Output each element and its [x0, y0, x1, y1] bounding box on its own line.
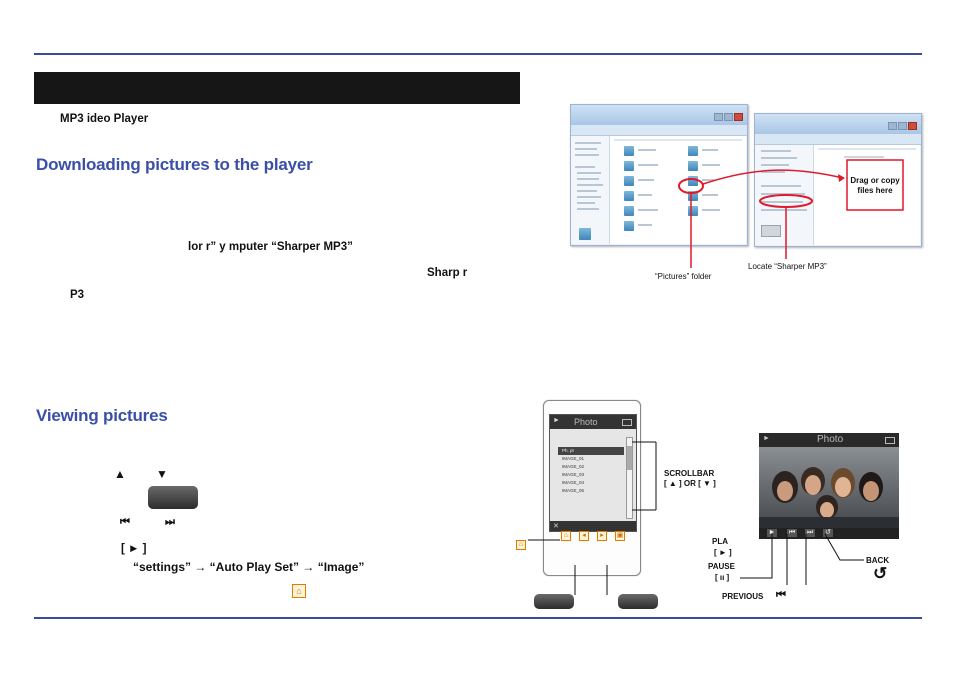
volume-down-icon[interactable]: ◂: [579, 531, 589, 541]
list-selection: [558, 447, 624, 455]
prev-track-icon: ⏮: [120, 516, 130, 528]
up-arrow-icon: ▲: [114, 467, 126, 481]
photo-controls: ► ⏮ ⏭ ↺: [759, 528, 899, 539]
explorer-window-computer: [570, 104, 748, 246]
device-photo-title: Photo: [574, 417, 598, 427]
back-button[interactable]: ↺: [823, 529, 833, 537]
list-item[interactable]: IMAGE_02: [562, 464, 585, 469]
folder-icon: [624, 221, 634, 231]
top-rule: [34, 53, 922, 55]
play-key-label: [ ► ]: [121, 543, 147, 555]
folder-icon: [624, 161, 634, 171]
play-label: PLA: [712, 537, 728, 546]
previous-button[interactable]: ⏮: [787, 529, 797, 537]
down-arrow-icon: ▼: [156, 467, 168, 481]
close-icon: ✕: [553, 523, 559, 530]
window-titlebar: [571, 105, 747, 125]
battery-icon: [885, 437, 895, 444]
section-subtitle: MP3 ideo Player: [60, 113, 149, 125]
previous-label: PREVIOUS: [722, 592, 764, 601]
list-item[interactable]: IMAGE_03: [562, 472, 585, 477]
bottom-rule: [34, 617, 922, 619]
lock-icon[interactable]: ▣: [615, 531, 625, 541]
volume-up-icon[interactable]: ▸: [597, 531, 607, 541]
window-controls: [713, 108, 743, 121]
heading-viewing: Viewing pictures: [36, 406, 168, 425]
download-text-line2: Sharp r: [427, 267, 468, 279]
locate-callout: Locate “Sharper MP3”: [748, 262, 827, 271]
screen-footer: ✕: [550, 521, 636, 531]
next-track-icon: ⏭: [165, 516, 175, 528]
back-label: BACK: [866, 556, 890, 565]
previous-icon: ⏮: [776, 589, 786, 601]
window-controls: [887, 117, 917, 130]
group-photo: [759, 447, 899, 539]
scrollbar-keys-label: [ ▲ ] OR [ ▼ ]: [664, 479, 716, 488]
download-text-line3: P3: [70, 289, 85, 301]
pictures-callout: “Pictures” folder: [655, 272, 712, 281]
drag-callout: Drag or copy files here: [850, 176, 900, 195]
hardware-button-right: [618, 594, 658, 609]
scrollbar-label: SCROLLBAR: [664, 469, 715, 478]
settings-path: “settings” → “Auto Play Set” → “Image”: [133, 560, 365, 574]
folder-icon: [688, 176, 698, 186]
pause-label: PAUSE: [708, 562, 735, 571]
folder-icon: [579, 228, 591, 240]
next-button[interactable]: ⏭: [805, 529, 815, 537]
window-titlebar: [755, 114, 921, 134]
photo-title: Photo: [817, 434, 844, 445]
photo-viewer-screen: ► Photo ► ⏮ ⏭ ↺: [759, 433, 899, 539]
folder-icon: [624, 146, 634, 156]
pictures-folder-icon: [688, 191, 698, 201]
battery-icon: [622, 419, 632, 426]
play-key-label: [ ► ]: [714, 548, 732, 557]
list-item[interactable]: IMAGE_05: [562, 488, 585, 493]
pause-key-label: [ ıı ]: [715, 573, 730, 582]
list-item[interactable]: Ph. pt: [562, 448, 574, 453]
list-item[interactable]: IMAGE_04: [562, 480, 585, 485]
play-pause-button[interactable]: ►: [767, 529, 777, 537]
hardware-button-left: [534, 594, 574, 609]
folder-icon: [624, 206, 634, 216]
section-banner: [34, 72, 520, 104]
heading-download: Downloading pictures to the player: [36, 155, 313, 174]
home-icon[interactable]: ⌂: [561, 531, 571, 541]
scrollbar-track[interactable]: [626, 437, 633, 519]
drive-icon: [761, 225, 781, 237]
window-toolbar: [571, 125, 747, 136]
screen-header: ► Photo: [550, 415, 636, 429]
photo-header: ► Photo: [759, 433, 899, 447]
window-sidebar: [571, 136, 610, 244]
list-item[interactable]: IMAGE_01: [562, 456, 585, 461]
scrollbar-thumb[interactable]: [627, 446, 632, 470]
window-content: [610, 136, 746, 244]
download-text-line1: lor r” y mputer “Sharper MP3”: [188, 241, 353, 253]
folder-icon: [688, 206, 698, 216]
menu-button-graphic: [148, 486, 198, 509]
folder-icon: [688, 161, 698, 171]
home-icon-legend: ⌂: [516, 540, 526, 550]
play-status-icon: ►: [763, 435, 770, 442]
back-icon: ↺: [873, 564, 888, 583]
window-toolbar: [755, 134, 921, 145]
play-status-icon: ►: [553, 417, 560, 424]
folder-icon: [624, 191, 634, 201]
folder-icon: [688, 146, 698, 156]
home-icon: ⌂: [292, 584, 306, 598]
window-sidebar: [755, 145, 814, 245]
folder-icon: [624, 176, 634, 186]
